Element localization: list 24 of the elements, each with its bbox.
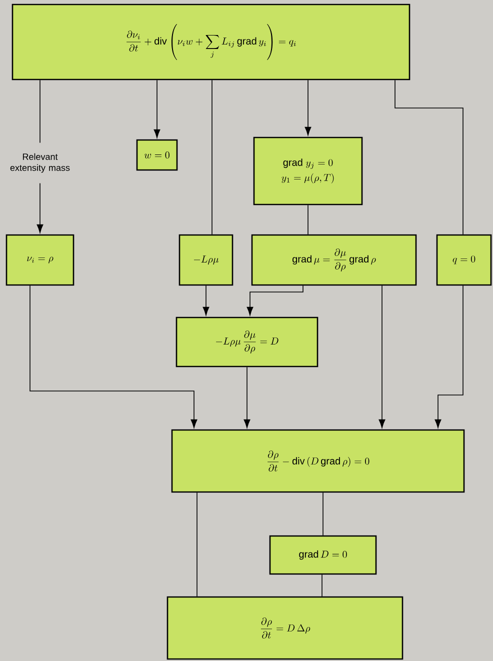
- connector: [394, 80, 464, 235]
- connector: [322, 492, 324, 536]
- equation-box: $\nu_i = \rho$: [6, 234, 74, 286]
- connector: [196, 492, 198, 597]
- connector: [244, 366, 250, 428]
- equation-box: $\mathrm{grad}\,D = 0$: [269, 535, 377, 575]
- connector: [30, 285, 198, 428]
- annotation-text: Relevant extensity mass: [10, 153, 70, 173]
- equation-box: $\mathrm{grad}\,\mu = \frac{\partial \mu}{\partial \rho}\,\mathrm{grad}\,\rho$: [251, 234, 417, 286]
- connector: [202, 285, 210, 316]
- connector: [246, 285, 304, 316]
- equation-box: $\frac{\partial \rho}{\partial t} - \mathrm{div}\,(D\,\mathrm{grad}\,\rho) = 0$: [171, 429, 465, 493]
- equation-box: $\frac{\partial \rho}{\partial t} = D\,\Delta\rho$: [166, 596, 404, 660]
- connector: [36, 182, 44, 233]
- equation-box: $\mathrm{grad}\ y_j = 0$ $y_1 = \mu(\rho, T)$: [253, 136, 363, 206]
- connector: [154, 80, 160, 138]
- connector: [378, 285, 386, 428]
- equation-box: $\frac{\partial \nu_i}{\partial t} + \mathrm{div}\left(\nu_i w + \sum_j L_{ij}\,\mathrm{grad}\,y_i\right) = q_i$: [12, 4, 410, 80]
- equation-box: $q = 0$: [436, 234, 492, 286]
- equation-box: $-L\rho\mu$: [178, 234, 234, 286]
- connector: [304, 80, 312, 136]
- connector: [434, 285, 464, 428]
- equation-box: $w = 0$: [136, 139, 178, 171]
- equation-box: $-L\rho\mu\,\frac{\partial \mu}{\partial \rho} = D$: [176, 316, 318, 368]
